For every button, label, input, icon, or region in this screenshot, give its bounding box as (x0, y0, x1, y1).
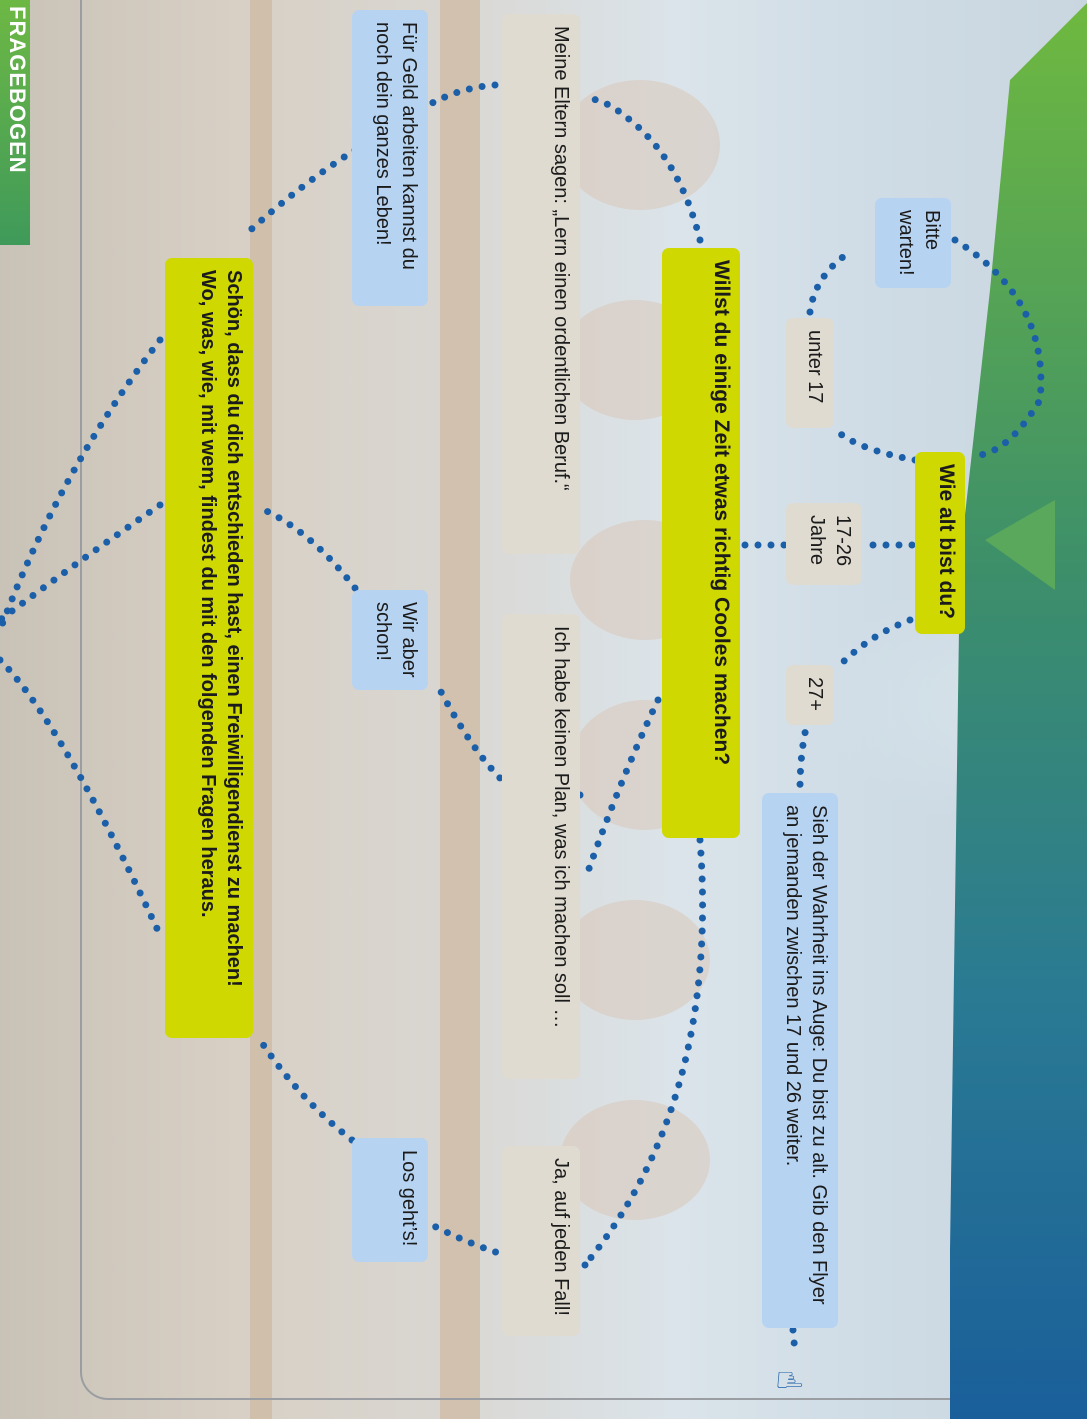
answer-17-26: 17-26 Jahre (786, 503, 862, 585)
comment-money: Für Geld arbeiten kannst du noch dein ga… (352, 10, 428, 306)
comment-lets-go: Los geht’s! (352, 1138, 428, 1262)
question-age: Wie alt bist du? (915, 452, 965, 634)
answer-yes: Ja, auf jeden Fall! (502, 1146, 580, 1336)
connector (836, 616, 914, 669)
connector (951, 236, 1045, 459)
connector (0, 656, 164, 939)
answer-no-plan: Ich habe keinen Plan, was ich machen sol… (502, 614, 580, 1079)
connector (0, 501, 164, 624)
connector (789, 1326, 799, 1356)
page-frame (80, 0, 1087, 1400)
section-tab-label: FRAGEBOGEN (5, 6, 30, 174)
section-tab: FRAGEBOGEN (0, 0, 30, 245)
wooden-beam (250, 0, 272, 1419)
connector (241, 146, 359, 239)
question-cool-time: Willst du einige Zeit etwas richtig Cool… (662, 248, 740, 838)
connector (581, 836, 707, 1269)
person-silhouette (560, 1100, 710, 1220)
connector (436, 686, 584, 809)
comment-too-old: Sieh der Wahrheit ins Auge: Du bist zu a… (762, 793, 838, 1328)
person-silhouette (560, 80, 720, 210)
person-silhouette (560, 900, 710, 1020)
answer-parents: Meine Eltern sagen: „Lern einen ordentli… (502, 14, 580, 554)
connector (0, 336, 164, 634)
comment-wait: Bitte warten! (875, 198, 951, 288)
comment-we-do: Wir aber schon! (352, 590, 428, 690)
connector (796, 716, 812, 794)
connector (256, 1036, 356, 1144)
connector (256, 504, 359, 592)
final-message: Schön, dass du dich entschieden hast, ei… (165, 258, 253, 1038)
hand-pointer-icon: ☝ (769, 1369, 808, 1391)
wooden-beam (440, 0, 480, 1419)
answer-under-17: unter 17 (786, 318, 834, 428)
connector (581, 95, 704, 244)
connector (806, 248, 854, 316)
answer-27-plus: 27+ (786, 665, 834, 725)
connector (834, 428, 919, 464)
connector (416, 81, 499, 114)
connector (581, 696, 662, 884)
